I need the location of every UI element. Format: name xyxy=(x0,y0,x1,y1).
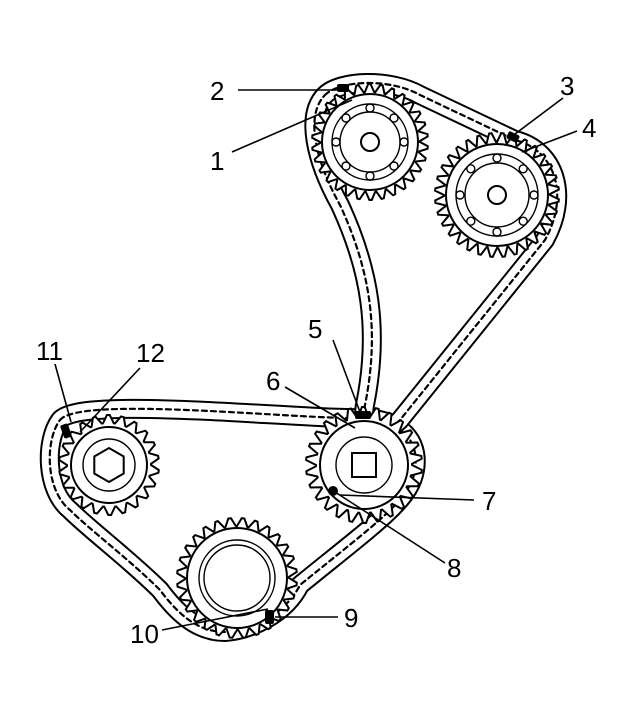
exhaust-camshaft-sprocket xyxy=(434,132,560,258)
timing-mark-link-2 xyxy=(337,84,349,92)
timing-mark-link-9 xyxy=(265,610,274,624)
center-hole xyxy=(487,185,507,205)
callout-12: 12 xyxy=(136,338,165,368)
callout-8: 8 xyxy=(447,553,461,583)
leader-lines xyxy=(54,89,578,631)
hex-bolt-head xyxy=(93,446,125,484)
callout-10: 10 xyxy=(130,619,159,649)
callout-5: 5 xyxy=(308,314,322,344)
timing-mark-link-5 xyxy=(355,411,371,419)
center-hole xyxy=(360,132,380,152)
callout-1: 1 xyxy=(210,146,224,176)
callout-2: 2 xyxy=(210,76,224,106)
center-bolt xyxy=(351,452,377,478)
timing-mark-dot-7 xyxy=(328,486,338,496)
intake-camshaft-sprocket xyxy=(311,83,429,201)
callout-7: 7 xyxy=(482,486,496,516)
primary-timing-chain xyxy=(39,398,426,642)
callout-11: 11 xyxy=(36,336,63,366)
callout-6: 6 xyxy=(266,366,280,396)
callout-3: 3 xyxy=(560,71,574,101)
crankshaft-sprocket xyxy=(176,517,298,639)
balance-shaft-sprocket xyxy=(58,414,160,516)
callout-9: 9 xyxy=(344,603,358,633)
timing-mark-link-11 xyxy=(60,423,72,439)
timing-mark-link-3 xyxy=(506,131,520,143)
callout-labels: 1 2 3 4 5 6 7 8 9 10 11 12 xyxy=(36,71,596,649)
timing-marks xyxy=(60,84,520,624)
callout-4: 4 xyxy=(582,113,596,143)
